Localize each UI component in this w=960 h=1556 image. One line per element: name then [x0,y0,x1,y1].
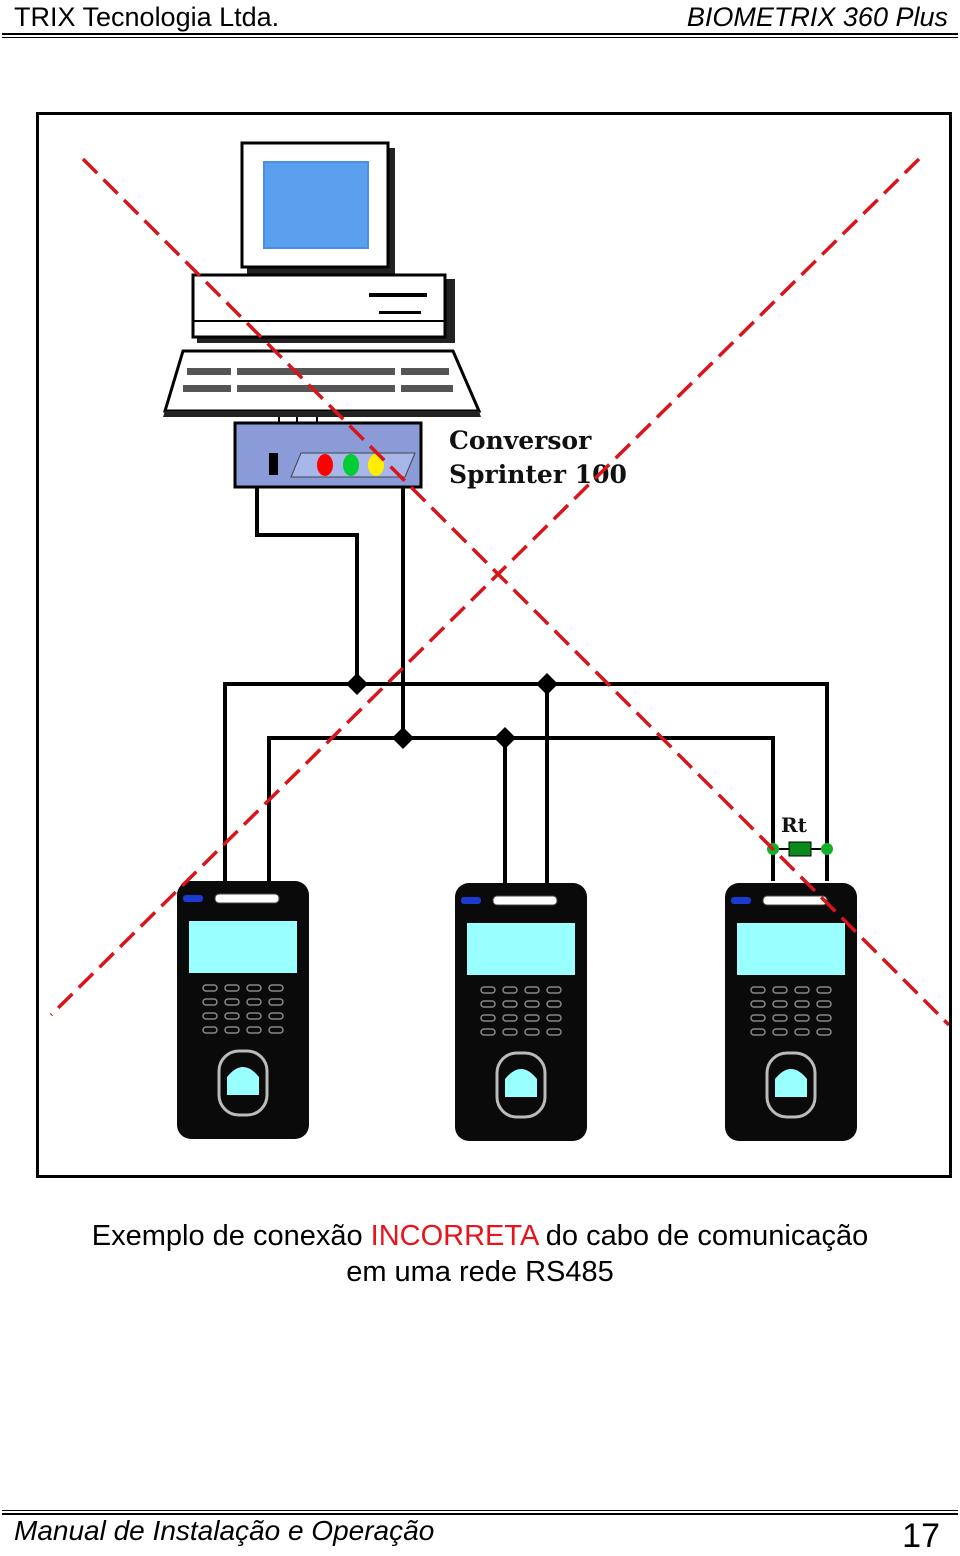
caption-text-start: Exemplo de conexão [91,1220,371,1252]
company-name: TRIX Tecnologia Ltda. [14,2,280,32]
converter-box [233,421,423,489]
footer-rule-thin [2,1510,958,1511]
terminator-resistor [767,841,833,857]
caption-line1: Exemplo de conexão INCORRETA do cabo de … [0,1218,960,1254]
caption-line2: em uma rede RS485 [346,1256,614,1288]
computer-icon [162,141,482,423]
header-rule [2,33,958,35]
footer-rule [2,1513,958,1515]
incorrect-cross-mark [49,157,949,1027]
header-rule-thin [2,37,958,38]
rs485-incorrect-connection-figure: Conversor Sprinter 100 Rt [36,112,952,1178]
biometric-terminal-1 [177,881,309,1139]
manual-title: Manual de Instalação e Operação [14,1515,435,1546]
page-header: TRIX Tecnologia Ltda. BIOMETRIX 360 Plus [0,0,960,40]
rs485-wiring [223,487,829,883]
caption-text-end: do cabo de comunicação [537,1220,869,1252]
converter-label-line1: Conversor [449,426,592,455]
page-number: 17 [902,1517,940,1555]
caption-incorrect-highlight: INCORRETA [370,1220,538,1252]
biometric-terminal-3 [725,883,857,1141]
biometric-terminal-2 [455,883,587,1141]
terminator-label: Rt [781,813,808,837]
led-red [317,454,333,476]
product-name: BIOMETRIX 360 Plus [686,2,948,32]
led-yellow [368,454,384,476]
figure-caption: Exemplo de conexão INCORRETA do cabo de … [0,1218,960,1290]
junction-nodes [346,673,558,749]
led-green [343,454,359,476]
